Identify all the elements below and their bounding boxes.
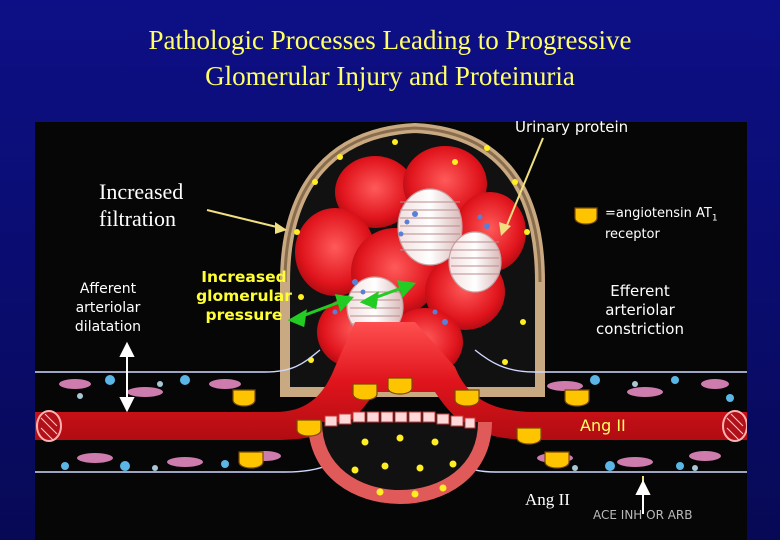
filtration-pointer (206, 209, 282, 229)
slide-title: Pathologic Processes Leading to Progress… (0, 22, 780, 94)
ang-ii-bottom-label: Ang II (525, 490, 570, 509)
at1-receptors (232, 207, 598, 469)
efferent-constriction-label: Efferent arteriolar constriction (596, 282, 684, 338)
increased-filtration-label: Increased filtration (99, 179, 184, 231)
title-line-1: Pathologic Processes Leading to Progress… (148, 25, 632, 55)
ang-ii-vessel-label: Ang II (580, 416, 626, 435)
afferent-dilatation-label: Afferent arteriolar dilatation (74, 281, 142, 335)
tubule-cup (308, 421, 492, 504)
ace-inh-arb-label: ACE INH OR ARB (593, 508, 693, 522)
angiotensin-legend-suffix: receptor (605, 226, 660, 242)
angiotensin-receptor-legend: =angiotensin AT1 receptor (605, 206, 755, 243)
glomerulus-illustration (35, 122, 747, 514)
angiotensin-legend-prefix: =angiotensin AT (605, 206, 712, 221)
glomerulus-diagram-panel: Urinary protein Increased filtration Aff… (35, 118, 747, 540)
increased-glomerular-pressure-label: Increased glomerular pressure (196, 268, 292, 324)
urinary-protein-label: Urinary protein (515, 118, 629, 136)
urinary-protein-pointer (504, 137, 544, 231)
angiotensin-legend-subscript: 1 (711, 213, 718, 224)
title-line-2: Glomerular Injury and Proteinuria (205, 61, 575, 91)
